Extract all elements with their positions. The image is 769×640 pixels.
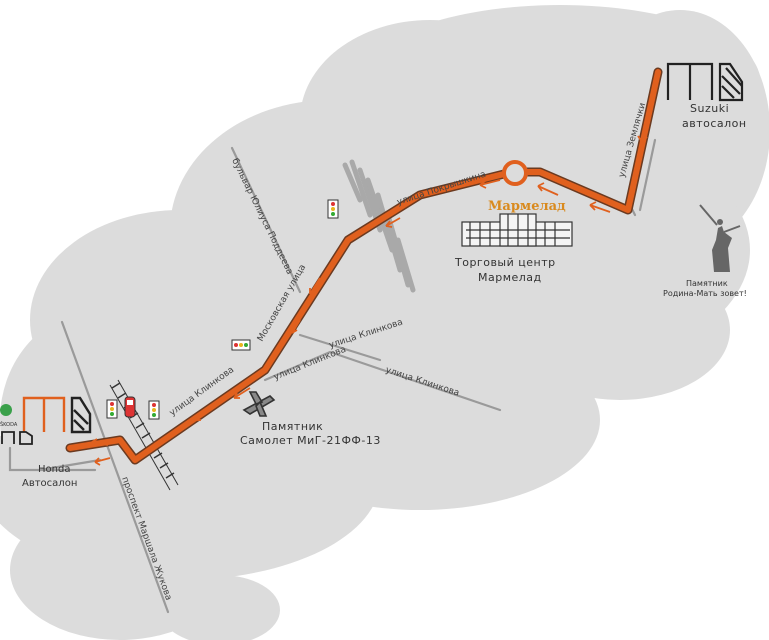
small-building-icon xyxy=(1,431,33,445)
suzuki-name: Suzuki xyxy=(690,102,729,115)
road-klinkova-east xyxy=(263,350,502,412)
roundabout-icon xyxy=(502,160,528,186)
cloud-background xyxy=(0,5,769,640)
arrow-icon xyxy=(194,409,211,421)
traffic-light-icon xyxy=(148,400,160,420)
motherland-label-line2: Родина-Мать зовет! xyxy=(663,289,747,298)
skoda-badge: ŠKODA xyxy=(0,421,18,428)
road-west xyxy=(38,458,102,472)
road-klinkova-mid xyxy=(298,333,382,362)
route-line xyxy=(65,67,663,465)
arrow-icon xyxy=(291,319,301,334)
honda-label: Автосалон xyxy=(22,478,77,489)
honda-building-icon xyxy=(22,396,92,434)
mig-label-line1: Памятник xyxy=(262,420,323,433)
arrow-icon xyxy=(94,457,111,466)
monument-icon xyxy=(699,204,741,272)
arrow-icon xyxy=(537,182,559,196)
honda-name: Honda xyxy=(38,464,70,475)
marmelad-logo: Мармелад xyxy=(488,199,566,214)
arrow-icon xyxy=(233,387,251,399)
road-poddeev xyxy=(230,146,302,294)
plane-icon xyxy=(242,391,276,417)
arrow-icon xyxy=(385,217,401,228)
skoda-logo-icon: ŠKODA xyxy=(0,404,18,428)
traffic-light-icon xyxy=(231,339,251,351)
train-icon xyxy=(124,396,136,418)
direction-arrows xyxy=(91,119,648,466)
suzuki-label: автосалон xyxy=(682,117,747,130)
mall-label-line1: Торговый центр xyxy=(454,256,556,269)
arrow-icon xyxy=(309,277,321,295)
road-honda-access xyxy=(8,446,97,472)
road-zemlyachki xyxy=(638,138,657,212)
suzuki-building-icon xyxy=(666,62,744,102)
traffic-light-icon xyxy=(106,399,118,419)
arrow-icon xyxy=(637,119,648,143)
arrow-icon xyxy=(91,438,109,447)
traffic-light-icon xyxy=(327,199,339,219)
mall-label-line2: Мармелад xyxy=(478,271,542,284)
road-zhukova xyxy=(60,320,170,614)
arrow-icon xyxy=(479,179,501,189)
mig-label-line2: Самолет МиГ-21ФФ-13 xyxy=(240,434,381,447)
arrow-icon xyxy=(589,201,611,213)
motherland-label-line1: Памятник xyxy=(686,279,728,288)
mall-building-icon xyxy=(461,213,573,247)
